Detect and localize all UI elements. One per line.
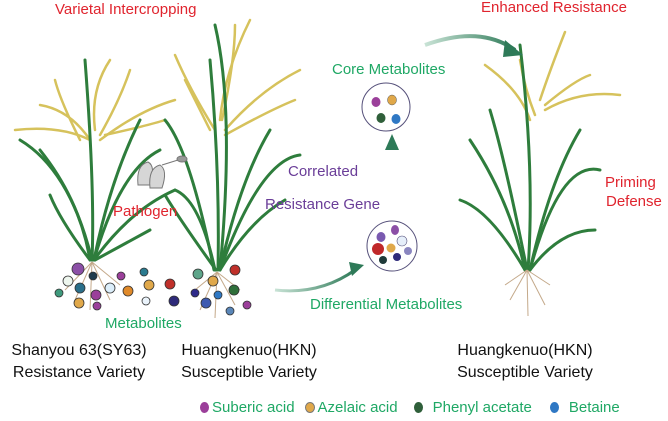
orange-dot-icon — [304, 402, 315, 413]
legend-item-phenyl-acetate: Phenyl acetate — [413, 399, 532, 416]
blue-dot-icon — [549, 402, 559, 413]
rice-plant-hkn-right — [458, 30, 622, 317]
plant-caption-sy63: Shanyou 63(SY63) Resistance Variety — [0, 340, 158, 384]
pathogen-spores-icon — [137, 155, 188, 189]
arrowhead-differential — [349, 262, 364, 276]
differential-metabolites-circle — [366, 220, 418, 272]
label-metabolites: Metabolites — [105, 315, 182, 332]
label-priming: Priming — [605, 174, 656, 191]
plant-name: Shanyou 63(SY63) — [11, 342, 147, 359]
legend-item-azelaic-acid: Azelaic acid — [304, 399, 398, 416]
plant-name: Huangkenuo(HKN) — [181, 342, 317, 359]
legend-label: Phenyl acetate — [432, 399, 532, 416]
soil-metabolite-dots — [54, 262, 252, 316]
label-defense: Defense — [606, 193, 662, 210]
arrowhead-core — [385, 134, 399, 150]
legend-label: Suberic acid — [212, 399, 295, 416]
title-varietal-intercropping: Varietal Intercropping — [55, 1, 197, 18]
core-metabolites-circle — [361, 82, 411, 132]
label-differential-metabolites: Differential Metabolites — [310, 296, 463, 313]
plant-type: Resistance Variety — [12, 364, 146, 381]
label-core-metabolites: Core Metabolites — [332, 61, 446, 78]
legend-item-suberic-acid: Suberic acid — [200, 399, 295, 416]
purple-dot-icon — [200, 402, 209, 413]
arrowhead-enhanced — [503, 40, 523, 57]
arrow-to-differential — [274, 268, 356, 293]
legend-item-betaine: Betaine — [549, 399, 620, 416]
label-enhanced-resistance: Enhanced Resistance — [481, 0, 627, 16]
arrow-to-enhanced — [424, 34, 517, 52]
plant-caption-hkn-left: Huangkenuo(HKN) Susceptible Variety — [170, 340, 328, 384]
label-pathogen: Pathogen — [113, 203, 178, 220]
legend-label: Azelaic acid — [317, 399, 398, 416]
metabolite-legend: Suberic acid Azelaic acid Phenyl acetate… — [200, 399, 630, 416]
plant-type: Susceptible Variety — [457, 364, 593, 381]
plant-caption-hkn-right: Huangkenuo(HKN) Susceptible Variety — [446, 340, 604, 384]
rice-plant-sy63 — [13, 58, 177, 311]
plant-type: Susceptible Variety — [181, 364, 317, 381]
label-resistance-gene: Resistance Gene — [265, 196, 381, 213]
label-correlated: Correlated — [288, 163, 359, 180]
legend-label: Betaine — [568, 399, 620, 416]
plant-name: Huangkenuo(HKN) — [457, 342, 593, 359]
dark-green-dot-icon — [413, 402, 423, 413]
